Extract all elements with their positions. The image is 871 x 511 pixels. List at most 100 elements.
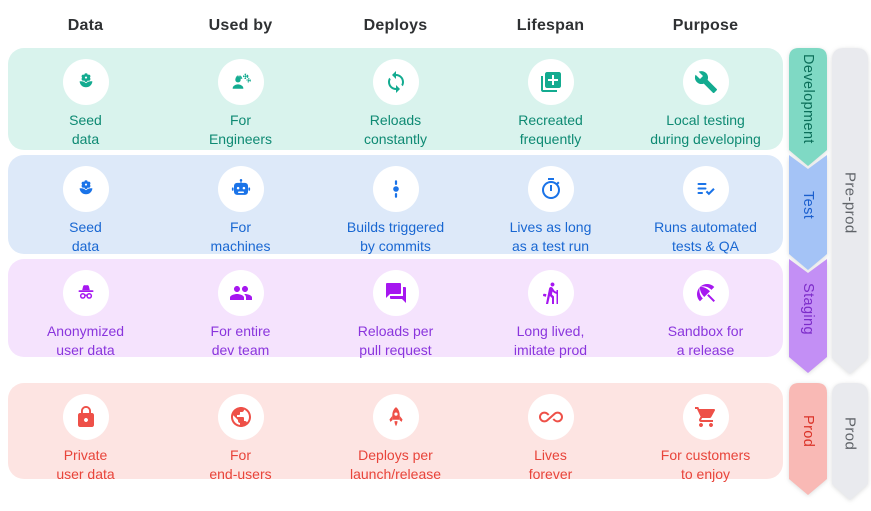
prod-purpose-cell: For customers to enjoy (628, 383, 783, 482)
cell-text: Seed (69, 112, 102, 128)
cell-text: Lives (534, 447, 567, 463)
staging-used-by-cell: For entire dev team (163, 259, 318, 358)
cell-text: Recreated (518, 112, 583, 128)
cell-text: Builds triggered (346, 219, 445, 235)
rocket-icon (372, 394, 419, 440)
development-ribbon-label: Development (800, 54, 816, 144)
cell-text: For (229, 447, 251, 463)
test-data-cell: Seed data (8, 155, 163, 254)
lock-icon (62, 394, 109, 440)
cell-text: Reloads per (357, 323, 434, 339)
header-purpose: Purpose (672, 17, 739, 34)
infinity-icon (527, 394, 574, 440)
cell-text: launch/release (349, 465, 442, 482)
prod-ribbon-label: Prod (800, 414, 816, 448)
cart-icon (682, 394, 729, 440)
cell-text: frequently (519, 130, 582, 147)
cell-text: Anonymized (46, 323, 125, 339)
test-purpose-cell: Runs automated tests & QA (628, 155, 783, 254)
prod-row: Private user data For end-users Deploys pe… (8, 383, 783, 482)
dev-deploys-cell: Reloads constantly (318, 48, 473, 150)
test-used-by-cell: For machines (163, 155, 318, 254)
cell-text: For customers (660, 447, 751, 463)
cell-text: data (71, 237, 100, 254)
cell-text: user data (56, 341, 115, 358)
prod-group-label: Prod (841, 417, 859, 451)
cell-text: Sandbox for (667, 323, 744, 339)
hiking-icon (527, 270, 574, 316)
cell-text: Seed (69, 219, 102, 235)
dev-lifespan-cell: Recreated frequently (473, 48, 628, 150)
cell-text: Private (63, 447, 108, 463)
header-deploys: Deploys (363, 17, 428, 34)
cell-text: as a test run (511, 237, 590, 254)
column-headers: Data Used by Deploys Lifespan Purpose (8, 17, 783, 35)
checklist-icon (682, 166, 729, 212)
cell-text: For (229, 219, 251, 235)
cell-text: user data (56, 465, 115, 482)
development-ribbon-shape (789, 48, 827, 166)
cell-text: For entire (210, 323, 271, 339)
umbrella-icon (682, 270, 729, 316)
header-lifespan: Lifespan (516, 17, 585, 34)
robot-icon (217, 166, 264, 212)
staging-ribbon-shape (789, 259, 827, 373)
environment-ribbons (789, 48, 827, 495)
seed-icon (62, 59, 109, 105)
wrench-icon (682, 59, 729, 105)
test-lifespan-cell: Lives as long as a test run (473, 155, 628, 254)
chat-icon (372, 270, 419, 316)
cell-text: machines (210, 237, 271, 254)
cell-text: dev team (211, 341, 270, 358)
test-ribbon-shape (789, 155, 827, 270)
cell-text: Lives as long (509, 219, 592, 235)
timer-icon (527, 166, 574, 212)
incognito-icon (62, 270, 109, 316)
cell-text: a release (676, 341, 735, 358)
cell-text: end-users (209, 465, 272, 482)
cell-text: during developing (650, 130, 761, 147)
staging-lifespan-cell: Long lived, imitate prod (473, 259, 628, 358)
cell-text: Runs automated (654, 219, 757, 235)
staging-data-cell: Anonymized user data (8, 259, 163, 358)
prod-lifespan-cell: Lives forever (473, 383, 628, 482)
engineer-icon (217, 59, 264, 105)
preprod-ribbon-shape (832, 48, 868, 374)
prod-ribbon-shape (789, 383, 827, 495)
cell-text: forever (528, 465, 573, 482)
cell-text: Engineers (208, 130, 273, 147)
dev-purpose-cell: Local testing during developing (628, 48, 783, 150)
prod-group-ribbon-shape (832, 383, 868, 500)
library-add-icon (527, 59, 574, 105)
staging-deploys-cell: Reloads per pull request (318, 259, 473, 358)
cell-text: constantly (363, 130, 428, 147)
cell-text: Local testing (666, 112, 745, 128)
header-used-by: Used by (208, 17, 273, 34)
cell-text: tests & QA (672, 237, 739, 254)
test-ribbon-label: Test (800, 190, 816, 220)
prod-deploys-cell: Deploys per launch/release (318, 383, 473, 482)
prod-data-cell: Private user data (8, 383, 163, 482)
prod-used-by-cell: For end-users (163, 383, 318, 482)
cell-text: Long lived, (516, 323, 585, 339)
preprod-group-label: Pre-prod (841, 172, 859, 234)
cell-text: imitate prod (513, 341, 588, 358)
cell-text: Deploys per (358, 447, 433, 463)
group-icon (217, 270, 264, 316)
cell-text: to enjoy (680, 465, 731, 482)
cell-text: pull request (359, 341, 432, 358)
header-data: Data (67, 17, 104, 34)
group-ribbons (832, 48, 868, 500)
seed-icon (62, 166, 109, 212)
sync-icon (372, 59, 419, 105)
staging-purpose-cell: Sandbox for a release (628, 259, 783, 358)
cell-text: Reloads (369, 112, 422, 128)
commit-icon (372, 166, 419, 212)
staging-row: Anonymized user data For entire dev team R… (8, 259, 783, 358)
